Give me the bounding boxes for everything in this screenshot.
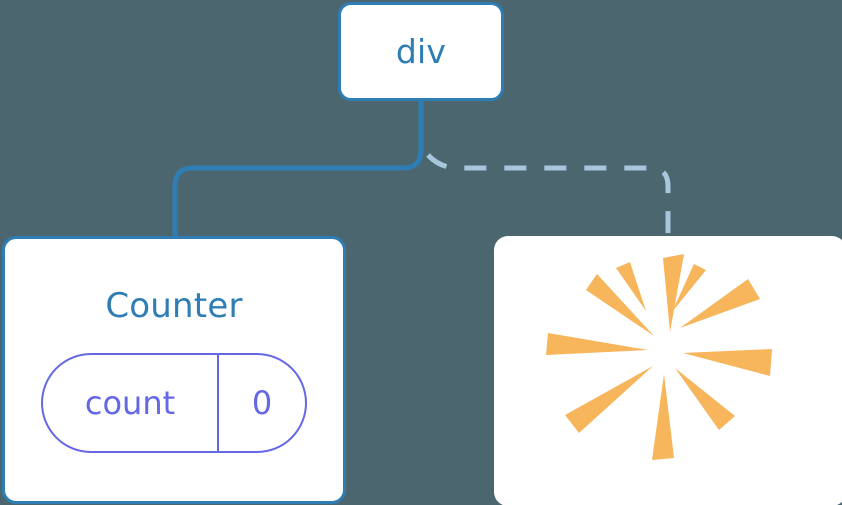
sunburst-ray-10 <box>672 264 706 312</box>
state-pill-divider <box>217 355 219 451</box>
node-div-label: div <box>395 32 447 71</box>
sunburst-ray-5 <box>652 374 674 460</box>
sunburst-ray-7 <box>546 333 648 355</box>
sunburst-ray-2 <box>680 279 760 328</box>
node-counter-label: Counter <box>105 286 243 326</box>
edge-div-counter <box>172 98 424 242</box>
render-flash-sunburst <box>520 246 820 496</box>
node-div[interactable]: div <box>338 2 504 101</box>
state-pill-key: count <box>84 384 176 422</box>
sunburst-ray-1 <box>663 254 684 332</box>
sunburst-ray-6 <box>565 366 653 433</box>
node-counter[interactable]: Counter count 0 <box>2 236 346 504</box>
node-flash[interactable] <box>494 236 842 505</box>
sunburst-ray-9 <box>616 262 646 311</box>
sunburst-ray-3 <box>683 349 772 376</box>
state-pill-value: 0 <box>251 384 273 422</box>
sunburst-ray-8 <box>586 274 654 336</box>
state-pill-count[interactable]: count 0 <box>41 353 307 453</box>
edge-div-flash <box>426 153 671 239</box>
sunburst-ray-4 <box>675 368 735 430</box>
sunburst-rays <box>546 254 772 460</box>
